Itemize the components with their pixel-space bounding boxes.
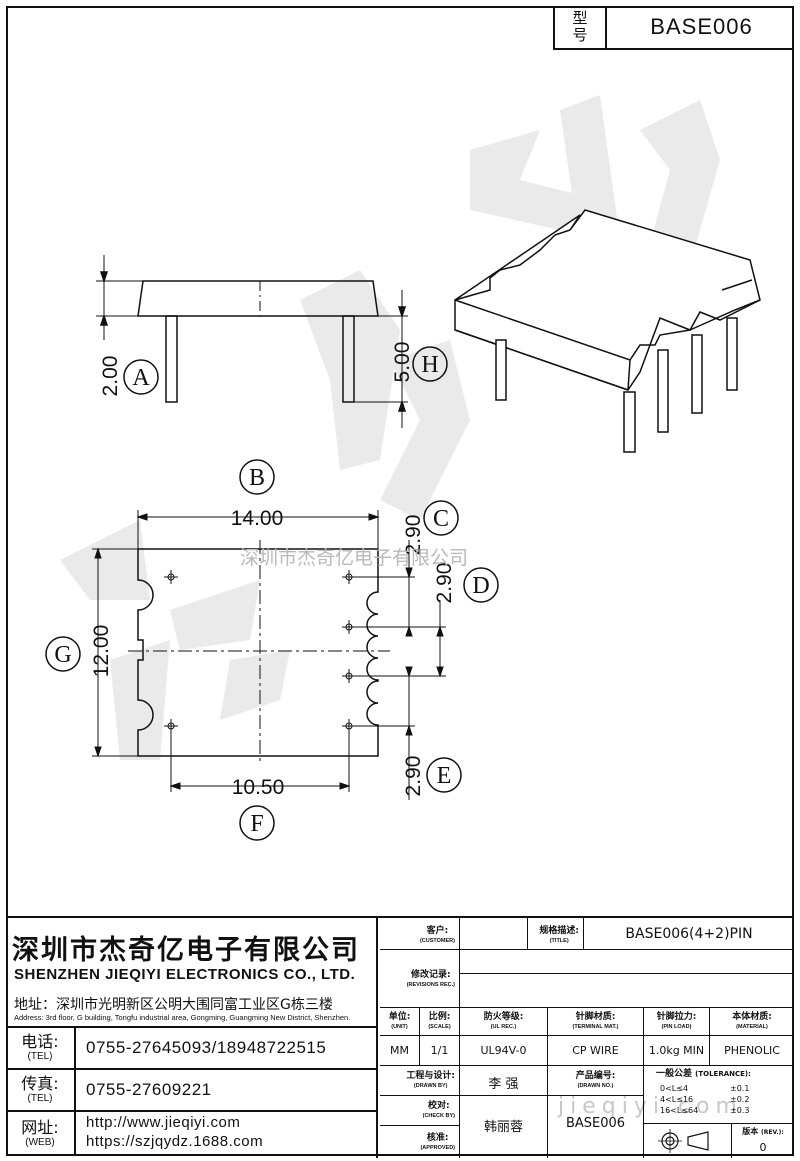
company-name-en: SHENZHEN JIEQIYI ELECTRONICS CO., LTD. [14, 966, 356, 983]
web-link-1[interactable]: http://www.jieqiyi.com [86, 1114, 241, 1131]
terminal-value: CP WIRE [572, 1044, 619, 1057]
rev-value: 0 [759, 1141, 767, 1154]
label-A: A [132, 365, 150, 391]
scale-value: 1/1 [430, 1044, 449, 1057]
label-C-circle [423, 500, 459, 536]
title-value-cell: BASE006(4+2)PIN [584, 918, 794, 950]
iso-pin-1 [495, 339, 507, 401]
technical-drawing: A H 2.00 5.00 [45, 95, 761, 841]
rev-cell: 版本 (REV.): 0 [732, 1124, 794, 1158]
side-pin-left [165, 315, 178, 403]
model-value: BASE006 [650, 14, 753, 39]
check-value: 韩丽蓉 [483, 1120, 523, 1135]
label-E-circle [426, 757, 462, 793]
drawing-no-value: BASE006 [565, 1116, 626, 1131]
label-F-circle [239, 805, 275, 841]
iso-pin-2 [623, 391, 636, 453]
fax-value: 0755-27609221 [86, 1080, 212, 1099]
label-H: H [421, 352, 438, 378]
label-E: E [437, 763, 452, 789]
iso-pin-4 [691, 334, 703, 414]
unit-value: MM [390, 1044, 409, 1057]
tel-row: 电话: (TEL) 0755-27645093/18948722515 [6, 1026, 376, 1068]
approved-label: 核准:(APPROVED) [420, 1133, 455, 1151]
pinload-value: 1.0kg MIN [648, 1044, 705, 1057]
address-en: Address: 3rd floor, G building, Tongfu i… [14, 1013, 351, 1022]
company-block: 深圳市杰奇亿电子有限公司 SHENZHEN JIEQIYI ELECTRONIC… [6, 918, 378, 1158]
iso-pin-3 [657, 349, 669, 433]
label-B-circle [239, 459, 275, 495]
address-cn: 地址：深圳市光明新区公明大围同富工业区G栋三楼 [14, 997, 333, 1013]
label-D-circle [463, 567, 499, 603]
tel-label: 电话: (TEL) [6, 1028, 76, 1068]
dim-F-value: 10.50 [232, 776, 285, 799]
customer-value-cell [460, 918, 528, 950]
dim-E-value: 2.90 [402, 756, 425, 797]
terminal-label: 针脚材质:(TERMINAL MAT.) [572, 1012, 619, 1030]
model-label: 型 号 [555, 6, 607, 48]
tolerance-block: 一般公差 (TOLERANCE): 0<L≤4 ±0.1 4<L≤16 ±0.2… [644, 1066, 794, 1124]
web-link-2[interactable]: https://szjqydz.1688.com [86, 1133, 264, 1150]
material-value: PHENOLIC [724, 1044, 780, 1057]
top-view [45, 459, 499, 841]
fax-row: 传真: (TEL) 0755-27609221 [6, 1068, 376, 1110]
side-pin-right [342, 315, 355, 403]
watermark-text: 深圳市杰奇亿电子有限公司 [240, 547, 469, 569]
pinload-label: 针脚拉力:(PIN LOAD) [656, 1012, 697, 1030]
drawn-value: 李 强 [488, 1077, 519, 1092]
drawing-no-label: 产品编号:(DRAWN NO.) [575, 1071, 616, 1089]
dim-D-value: 2.90 [433, 563, 456, 604]
revisions-line-1 [460, 950, 794, 974]
label-A-circle [123, 359, 159, 395]
revisions-label-cell: 修改记录:(REVISIONS REC.) [380, 950, 460, 1008]
label-G: G [54, 642, 71, 668]
side-view [96, 255, 448, 428]
tolerance-label: 一般公差 (TOLERANCE): [656, 1069, 751, 1079]
title-block: 深圳市杰奇亿电子有限公司 SHENZHEN JIEQIYI ELECTRONIC… [6, 916, 794, 1158]
customer-label-cell: 客户:(CUSTOMER) [380, 918, 460, 950]
dim-H-value: 5.00 [391, 342, 414, 383]
model-box: 型 号 BASE006 [553, 6, 794, 50]
label-B: B [249, 465, 265, 491]
label-D: D [472, 573, 489, 599]
check-label: 校对:(CHECK BY) [422, 1101, 455, 1119]
material-label: 本体材质:(MATERIAL) [732, 1012, 772, 1030]
unit-label: 单位:(UNIT) [388, 1012, 411, 1030]
label-F: F [250, 811, 263, 837]
web-row: 网址: (WEB) http://www.jieqiyi.com https:/… [6, 1110, 376, 1156]
fax-label: 传真: (TEL) [6, 1070, 76, 1110]
watermark-glyphs [60, 95, 720, 760]
ul-label: 防火等级:(UL REC.) [483, 1012, 524, 1030]
label-H-circle [412, 346, 448, 382]
dim-B-value: 14.00 [231, 507, 284, 530]
dim-A-value: 2.00 [99, 356, 122, 397]
projection-symbol-cell [644, 1124, 732, 1158]
tel-value: 0755-27645093/18948722515 [86, 1038, 327, 1057]
dim-G-value: 12.00 [90, 625, 113, 678]
company-name-cn: 深圳市杰奇亿电子有限公司 [12, 935, 360, 966]
label-C: C [433, 506, 449, 532]
web-label: 网址: (WEB) [6, 1112, 76, 1156]
watermark-url: jieqiyi.com [558, 1094, 743, 1119]
spec-grid: 客户:(CUSTOMER) 规格描述:(TITLE) BASE006(4+2)P… [380, 918, 794, 1158]
ul-value: UL94V-0 [480, 1044, 527, 1057]
title-label-cell: 规格描述:(TITLE) [528, 918, 584, 950]
drawing-sheet [6, 6, 794, 1156]
scale-label: 比例:(SCALE) [428, 1012, 451, 1030]
label-G-circle [45, 636, 81, 672]
top-body [137, 548, 379, 757]
iso-pin-5 [726, 317, 738, 391]
revisions-line-2 [460, 974, 794, 1008]
drawn-label: 工程与设计:(DRAWN BY) [406, 1071, 455, 1089]
projection-symbol-icon [658, 1129, 709, 1153]
rev-label: 版本 (REV.): [742, 1127, 784, 1136]
isometric-view [454, 209, 761, 453]
dim-C-value: 2.90 [402, 515, 425, 556]
